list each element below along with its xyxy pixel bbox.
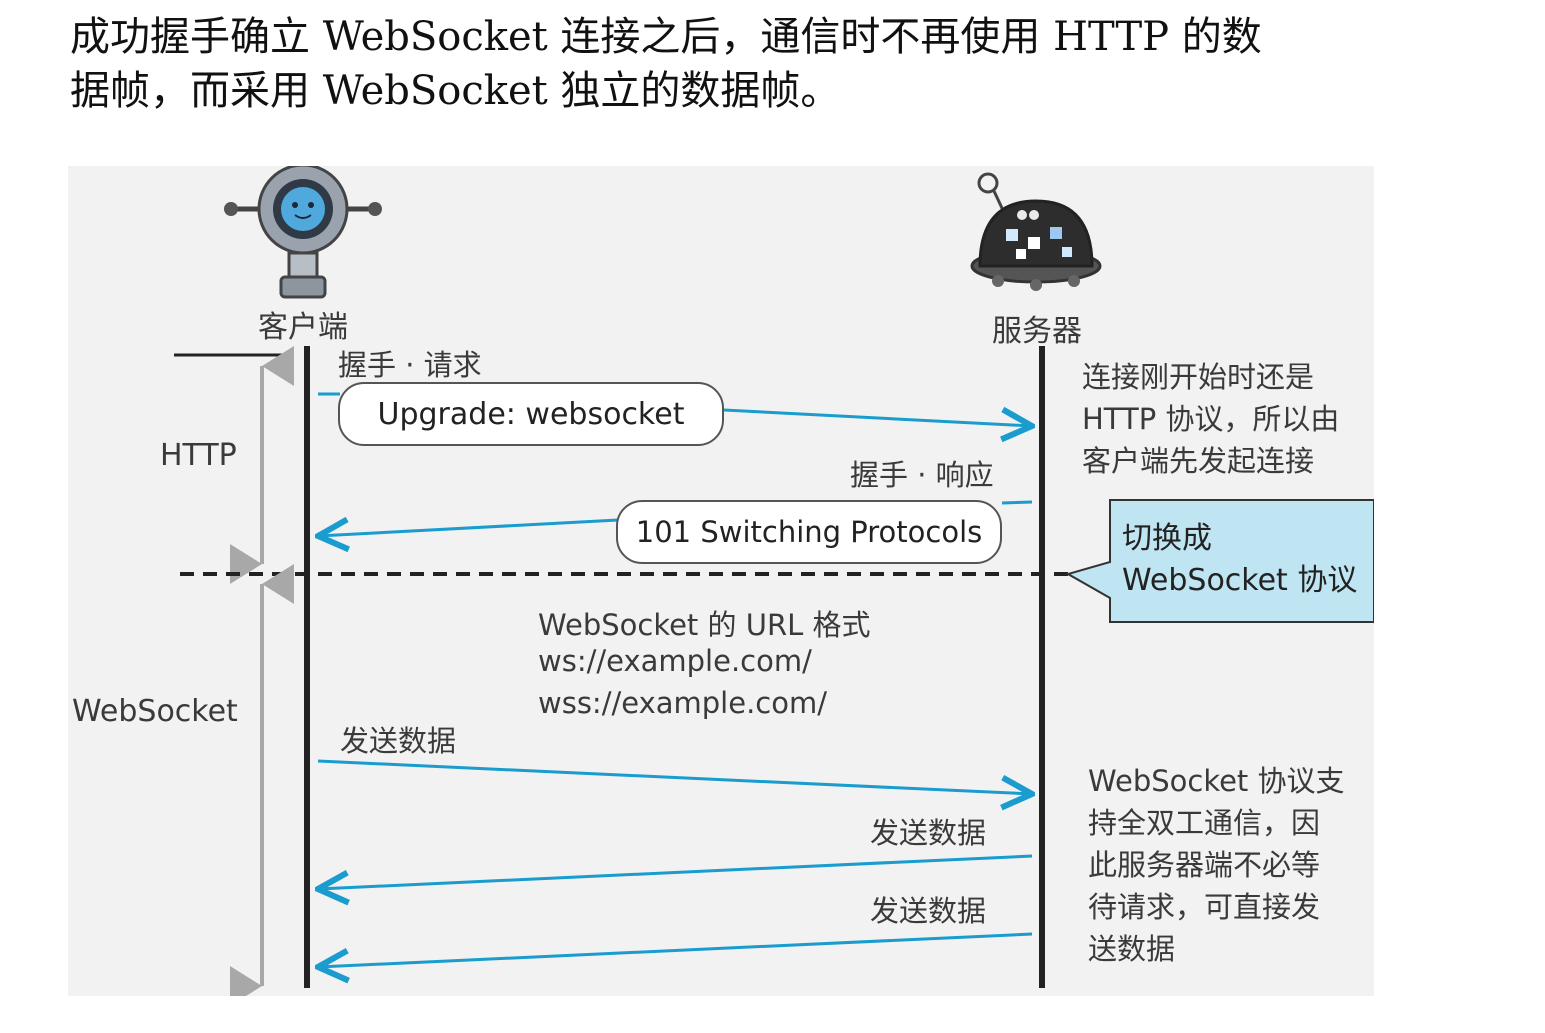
handshake-request-label: 握手 · 请求 <box>338 348 482 382</box>
caption-line-2: 据帧，而采用 WebSocket 独立的数据帧。 <box>70 68 841 114</box>
server-label: 服务器 <box>992 314 1082 349</box>
robot-server-icon <box>970 172 1102 291</box>
http-phase-label: HTTP <box>160 438 237 473</box>
send-arrow-1 <box>317 759 1032 794</box>
diagram-canvas <box>174 166 1374 996</box>
caption-line-1: 成功握手确立 WebSocket 连接之后，通信时不再使用 HTTP 的数 <box>70 14 1262 60</box>
url-format-wss: wss://example.com/ <box>538 686 827 720</box>
robot-client-icon <box>224 166 382 299</box>
url-format-ws: ws://example.com/ <box>538 644 812 678</box>
switch-callout-shape <box>1065 499 1374 623</box>
full-duplex-note: WebSocket 协议支 持全双工通信，因 此服务器端不必等 待请求，可直接发… <box>1088 764 1345 966</box>
handshake-response-label: 握手 · 响应 <box>850 458 994 492</box>
response-arrow-right-segment <box>1001 500 1033 505</box>
send-arrow-2 <box>318 854 1033 889</box>
request-arrow <box>723 410 1032 426</box>
initiate-note: 连接刚开始时还是 HTTP 协议，所以由 客户端先发起连接 <box>1082 360 1340 478</box>
handshake-response-pill: 101 Switching Protocols <box>616 500 1002 564</box>
handshake-request-pill: Upgrade: websocket <box>338 382 724 446</box>
sequence-diagram: 客户端 服务器 HTTP WebSocket 握手 · 请求 Upgrade: … <box>68 166 1374 996</box>
websocket-phase-label: WebSocket <box>72 694 238 729</box>
url-format-title: WebSocket 的 URL 格式 <box>538 608 871 642</box>
send-data-label-2: 发送数据 <box>870 816 987 850</box>
client-label: 客户端 <box>258 310 348 345</box>
send-data-label-3: 发送数据 <box>870 894 987 928</box>
response-arrow <box>318 520 619 536</box>
send-data-label-1: 发送数据 <box>340 724 457 758</box>
switch-note: 切换成 WebSocket 协议 <box>1122 521 1358 598</box>
send-arrow-3 <box>318 932 1033 967</box>
caption: 成功握手确立 WebSocket 连接之后，通信时不再使用 HTTP 的数 据帧… <box>70 10 1490 118</box>
